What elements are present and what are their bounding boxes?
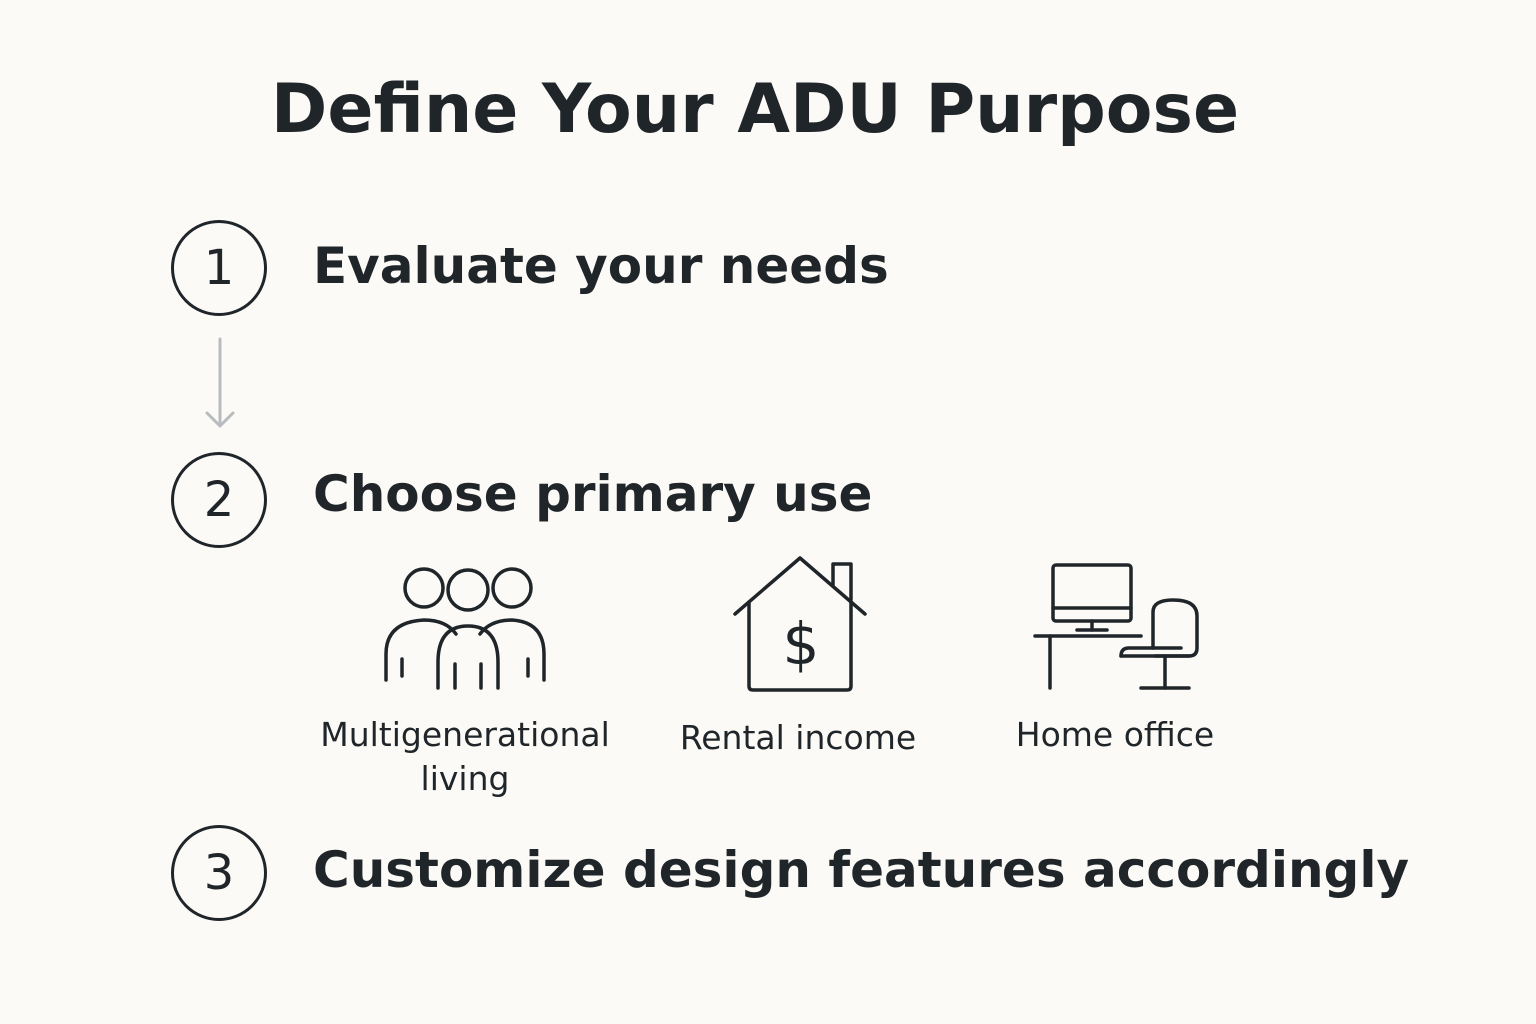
down-arrow-icon [205, 337, 235, 428]
step-3-number-badge: 3 [171, 825, 267, 921]
house-dollar-icon: $ [733, 556, 867, 692]
step-2-label: Choose primary use [313, 465, 873, 523]
step-1-label: Evaluate your needs [313, 237, 889, 295]
option-label: Rental income [679, 718, 917, 757]
page-title: Define Your ADU Purpose [270, 70, 1240, 149]
people-group-icon [384, 567, 546, 690]
option-multigenerational-living: Multigenerational living [300, 560, 630, 801]
option-home-office: Home office [965, 560, 1265, 757]
option-label: Home office [1015, 715, 1215, 754]
step-1-number-badge: 1 [171, 220, 267, 316]
step-3-label: Customize design features accordingly [313, 841, 1410, 899]
option-rental-income: $ Rental income [648, 552, 948, 760]
desk-computer-chair-icon [1033, 563, 1199, 690]
option-label-line2: living [420, 759, 510, 798]
step-2-number-badge: 2 [171, 452, 267, 548]
option-label-line1: Multigenerational [320, 715, 610, 754]
svg-text:$: $ [783, 610, 820, 678]
